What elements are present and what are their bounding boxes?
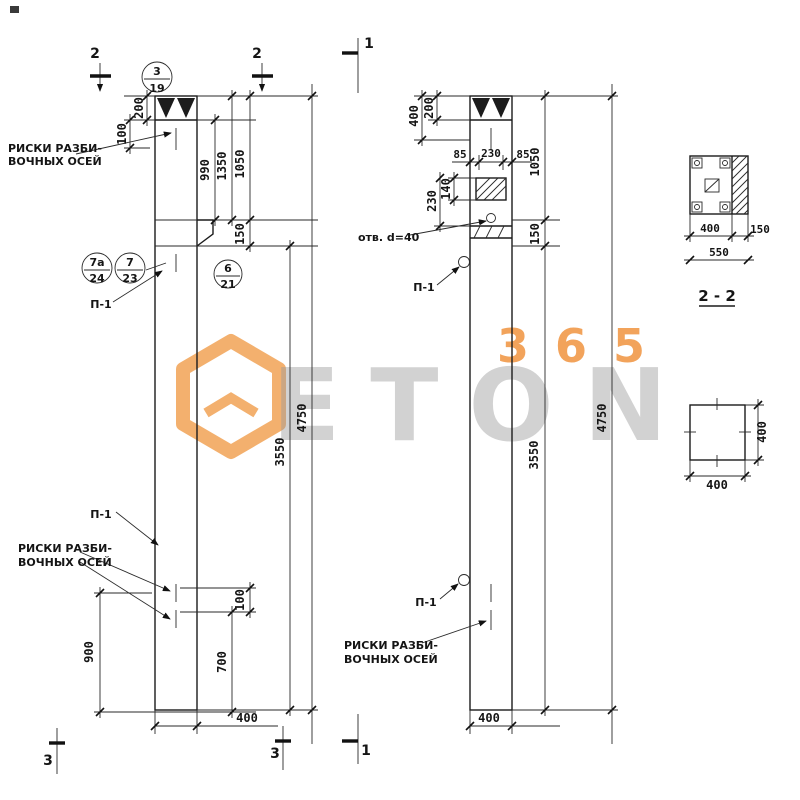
- dim-3550-left: 3550: [273, 438, 287, 467]
- column-head-hatch: [157, 98, 510, 118]
- left-column-outline: [154, 95, 198, 711]
- dim-4750-left: 4750: [295, 404, 309, 433]
- cut-marker-3-left: 3: [43, 753, 53, 769]
- axis-note-left-bottom-line2: ВОЧНЫХ ОСЕЙ: [18, 556, 112, 569]
- dim-100-bottom: 100: [233, 589, 247, 611]
- watermark: ETON 365: [176, 319, 671, 464]
- dimension-ticks: [95, 91, 763, 731]
- callout-7a-den: 24: [89, 272, 105, 285]
- axis-note-middle-line2: ВОЧНЫХ ОСЕЙ: [344, 653, 438, 666]
- left-column-console: [196, 219, 214, 247]
- callout-3-den: 19: [149, 82, 164, 95]
- cut-marker-2-right: 2: [252, 46, 262, 62]
- dim-990: 990: [198, 159, 212, 181]
- dim-400-mid-top: 400: [407, 105, 421, 127]
- section-2-2-outline: [689, 155, 749, 215]
- hole-note: отв. d=40: [358, 231, 420, 244]
- p1-label-left-upper: П-1: [90, 298, 111, 311]
- p1-label-left-lower: П-1: [90, 508, 111, 521]
- drawing-thin-lines: [56, 38, 764, 774]
- axis-note-left-bottom-line1: РИСКИ РАЗБИ-: [18, 542, 112, 555]
- cut-marker-3-mid: 3: [270, 746, 280, 762]
- drawing-main-lines: [154, 95, 749, 711]
- callout-3-num: 3: [153, 65, 161, 78]
- watermark-hexagon-logo: [176, 334, 286, 459]
- callout-6-num: 6: [224, 262, 232, 275]
- dim-400-square-right: 400: [755, 421, 769, 443]
- middle-column-opening: [475, 177, 507, 201]
- dim-400-square-bottom: 400: [706, 478, 728, 492]
- dim-150-mid: 150: [528, 223, 542, 245]
- dim-400-left-bottom: 400: [236, 711, 258, 725]
- watermark-number-text: 365: [497, 319, 671, 373]
- callout-circle-7a-24: [81, 252, 113, 284]
- dim-1350: 1350: [215, 152, 229, 181]
- callout-circle-7-23: [114, 252, 146, 284]
- axis-note-middle-line1: РИСКИ РАЗБИ-: [344, 639, 438, 652]
- dim-85-right: 85: [516, 148, 529, 161]
- cut-plane-dashes: [49, 51, 358, 745]
- cut-marker-1-top: 1: [364, 36, 374, 52]
- watermark-chevron: [203, 392, 259, 418]
- lifting-loop-upper: [458, 256, 470, 268]
- cut-marker-1-bottom: 1: [361, 743, 371, 759]
- dim-200-mid-top: 200: [422, 97, 436, 119]
- callout-7-den: 23: [122, 272, 137, 285]
- p1-label-middle-upper: П-1: [413, 281, 434, 294]
- callout-circle-3-19: [141, 61, 173, 93]
- dim-230-vert: 230: [425, 190, 439, 212]
- dim-150-left: 150: [233, 223, 247, 245]
- dim-100-left: 100: [115, 123, 129, 145]
- section-2-2-title: 2 - 2: [698, 287, 736, 305]
- dim-140: 140: [439, 178, 453, 200]
- dim-150-section22: 150: [750, 223, 770, 236]
- callout-circle-6-21: [213, 259, 243, 289]
- lifting-loop-lower: [458, 574, 470, 586]
- callout-7a-num: 7а: [89, 256, 104, 269]
- dim-1050-mid: 1050: [528, 148, 542, 177]
- p1-label-middle-lower: П-1: [415, 596, 436, 609]
- dim-700: 700: [215, 651, 229, 673]
- dim-1050-left: 1050: [233, 150, 247, 179]
- callout-6-den: 21: [220, 278, 235, 291]
- square-section-outline: [689, 404, 746, 461]
- callout-7-num: 7: [126, 256, 134, 269]
- dim-3550-mid: 3550: [527, 441, 541, 470]
- dim-400-mid-bottom: 400: [478, 711, 500, 725]
- dim-4750-mid: 4750: [595, 404, 609, 433]
- middle-column-outline: [469, 95, 513, 711]
- dim-200-left: 200: [132, 97, 146, 119]
- dim-400-section22: 400: [700, 222, 720, 235]
- dim-230-horiz: 230: [481, 147, 501, 160]
- axis-note-left-top-line2: ВОЧНЫХ ОСЕЙ: [8, 155, 102, 168]
- dim-900: 900: [82, 641, 96, 663]
- cut-marker-2-left: 2: [90, 46, 100, 62]
- scan-artifact: [10, 6, 19, 13]
- dim-550-section22: 550: [709, 246, 729, 259]
- dim-85-left: 85: [453, 148, 466, 161]
- axis-note-left-top-line1: РИСКИ РАЗБИ-: [8, 142, 102, 155]
